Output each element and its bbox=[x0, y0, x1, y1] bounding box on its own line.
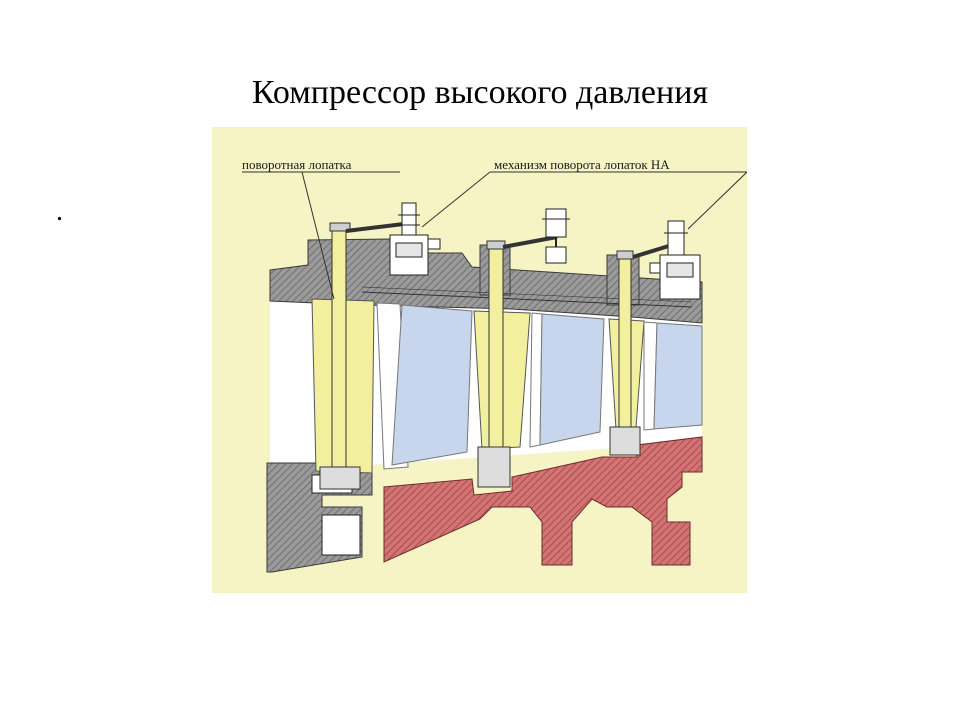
actuator-assembly-3 bbox=[649, 220, 701, 300]
actuator-assembly-2 bbox=[542, 208, 570, 264]
trunnion-2 bbox=[488, 244, 504, 451]
bullet-marker: . bbox=[56, 196, 63, 227]
slide-title: Компрессор высокого давления bbox=[251, 74, 709, 111]
label-vane-mechanism: механизм поворота лопаток НА bbox=[494, 157, 670, 172]
trunnion-1 bbox=[331, 226, 347, 476]
stator-blade-1 bbox=[391, 304, 473, 466]
trunnion-3 bbox=[618, 254, 632, 434]
stator-blade-2 bbox=[539, 313, 605, 446]
rotor-drum bbox=[383, 436, 703, 566]
actuator-assembly-1 bbox=[389, 202, 441, 276]
label-rotating-vane: поворотная лопатка bbox=[242, 157, 352, 172]
stator-blade-3 bbox=[653, 322, 703, 430]
compressor-diagram: поворотная лопатка механизм поворота лоп… bbox=[212, 127, 747, 593]
